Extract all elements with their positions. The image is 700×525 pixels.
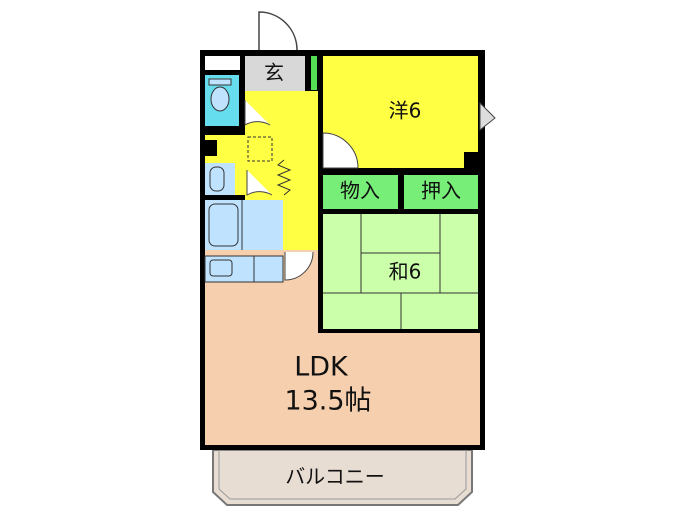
washer-space-icon <box>247 136 273 162</box>
closet-label: 押入 <box>421 179 461 203</box>
toilet-icon <box>208 78 232 86</box>
curtain-icon <box>276 159 292 196</box>
japanese-room-label: 和6 <box>389 260 422 284</box>
storage-small <box>205 56 240 70</box>
balcony-label: バルコニー <box>285 465 385 489</box>
storage-label: 物入 <box>340 179 380 203</box>
window-icon <box>479 101 496 132</box>
bathtub-icon <box>208 203 239 247</box>
closet-room <box>404 175 478 209</box>
western-room-label: 洋6 <box>389 99 422 123</box>
ldk-room <box>205 282 480 445</box>
entrance-door <box>258 11 298 51</box>
storage-room <box>323 175 398 209</box>
entrance-label: 玄 <box>264 61 284 85</box>
ldk-size-label: 13.5帖 <box>284 386 371 417</box>
ldk-label: LDK <box>294 352 349 383</box>
western-room-door <box>322 132 359 169</box>
entrance-area <box>245 56 305 91</box>
